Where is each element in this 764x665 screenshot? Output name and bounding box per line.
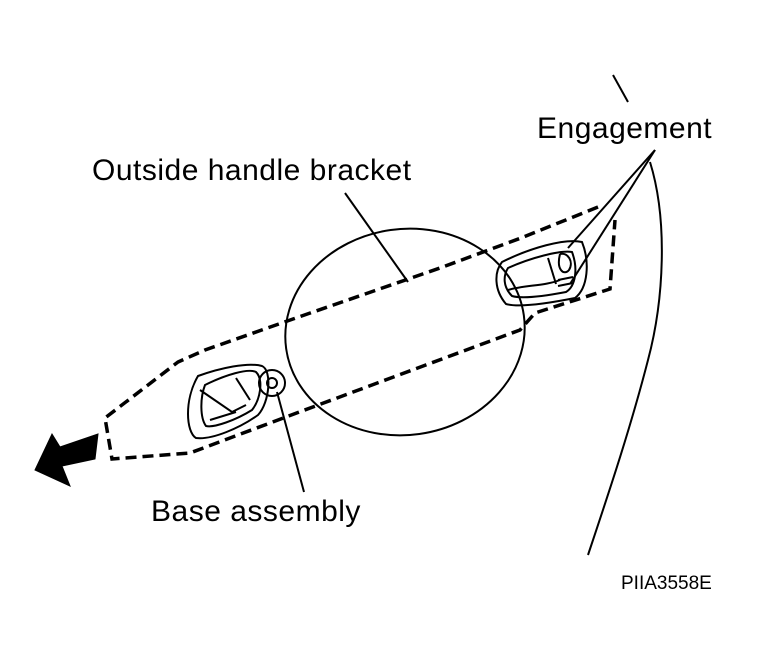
base-assembly-part — [187, 363, 286, 440]
engagement-part — [495, 240, 588, 307]
engagement-label: Engagement — [537, 112, 713, 145]
base-assembly-leader-line — [276, 391, 305, 493]
removal-direction-arrow — [34, 432, 99, 487]
figure-code-label: PIIA3558E — [621, 573, 712, 594]
outside-handle-bracket-outline — [103, 205, 617, 461]
bracket-leader-line — [344, 192, 409, 283]
engagement-leader-line-lower — [569, 149, 656, 285]
engagement-leader-line-upper — [567, 149, 656, 249]
leader-lines — [276, 149, 656, 493]
outside-handle-bracket-label: Outside handle bracket — [92, 154, 412, 187]
base-assembly-label: Base assembly — [151, 495, 361, 528]
door-panel-edge — [587, 74, 663, 556]
handle-recess-oval — [284, 227, 526, 437]
